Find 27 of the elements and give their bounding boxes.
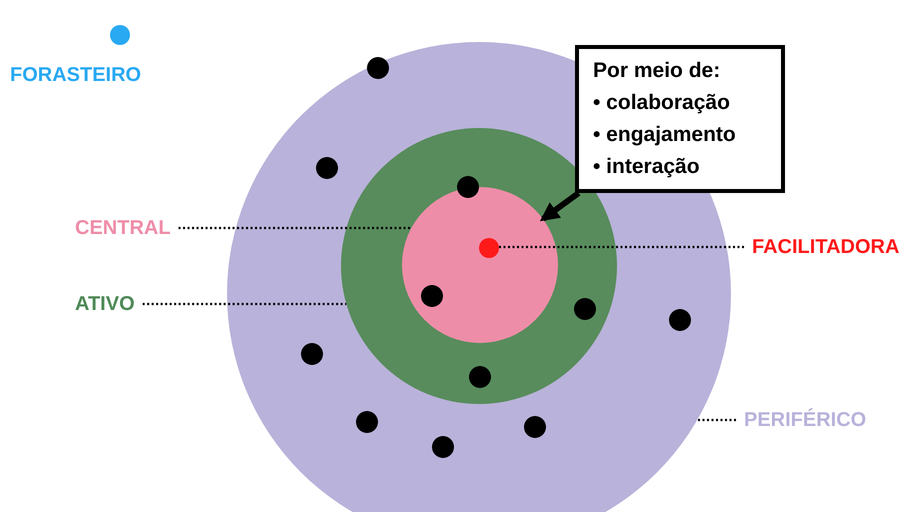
dot [457, 176, 479, 198]
dot [574, 298, 596, 320]
note-box [575, 45, 785, 193]
bullet-item: • engajamento [593, 122, 736, 148]
layer-label: FACILITADORA [752, 235, 900, 259]
layer-label: ATIVO [75, 292, 135, 316]
dot [316, 157, 338, 179]
leader-line [178, 226, 412, 230]
layer-label: PERIFÉRICO [744, 408, 866, 432]
dot [432, 436, 454, 458]
dot [367, 57, 389, 79]
layer-label: CENTRAL [75, 216, 171, 240]
dot [110, 25, 130, 45]
note-heading: Por meio de: [593, 58, 720, 84]
leader-line [142, 302, 346, 306]
leader-line [697, 418, 736, 422]
dot [669, 309, 691, 331]
dot [421, 285, 443, 307]
dot [469, 366, 491, 388]
bullet-item: • colaboração [593, 90, 730, 116]
bullet-item: • interação [593, 154, 700, 180]
dot [524, 416, 546, 438]
arrow [540, 190, 580, 222]
dot [479, 238, 499, 258]
dot-caption: FORASTEIRO [10, 63, 142, 87]
dot [301, 343, 323, 365]
dot [356, 411, 378, 433]
